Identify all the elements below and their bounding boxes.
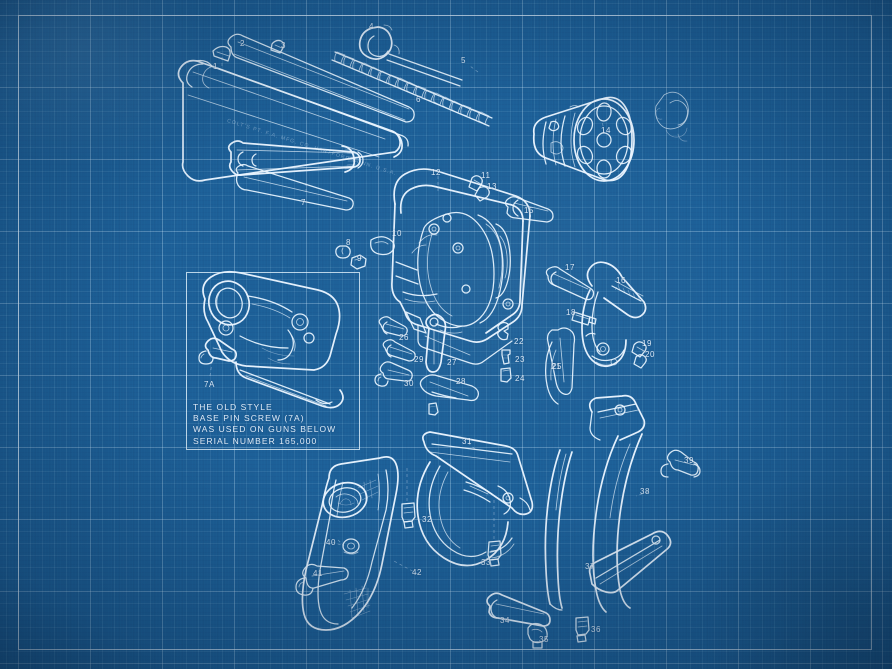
callout-19: 19 [642, 339, 653, 348]
cylinder-latch-detail [655, 91, 689, 142]
screw-cluster-left [374, 316, 416, 387]
callout-16: 16 [616, 276, 627, 285]
note-line-3: WAS USED ON GUNS BELOW [193, 424, 337, 435]
callout-17: 17 [565, 263, 576, 272]
hammer-group [581, 261, 647, 368]
callout-9: 9 [357, 254, 363, 263]
callout-3: 3 [281, 41, 287, 50]
callout-13: 13 [487, 182, 498, 191]
ejector-tube-group [227, 33, 415, 123]
note-line-1: THE OLD STYLE [193, 402, 273, 412]
callout-15: 15 [524, 206, 535, 215]
callout-1: 1 [213, 62, 219, 71]
ejector-housing-group [235, 163, 354, 211]
callout-28: 28 [456, 377, 467, 386]
paper-blotch-2 [690, 470, 892, 669]
callout-29: 29 [414, 355, 425, 364]
mainspring-group [486, 592, 551, 627]
ejector-rod-spring-group [331, 51, 493, 127]
sheet-border [18, 15, 872, 650]
callout-22: 22 [514, 337, 525, 346]
note-line-4: SERIAL NUMBER 165,000 [193, 435, 318, 446]
callout-42: 42 [412, 568, 423, 577]
callout-7: 7 [301, 198, 307, 207]
callout-7A: 7A [204, 380, 215, 389]
callout-35: 35 [539, 635, 550, 644]
callout-33: 33 [481, 558, 492, 567]
barrel-rollmark: COLT'S PT. F.A. MFG. CO. HARTFORD CONN. … [226, 118, 398, 178]
callout-32: 32 [422, 515, 433, 524]
inset-note: THE OLD STYLE BASE PIN SCREW (7A) WAS US… [193, 402, 343, 447]
callout-10: 10 [392, 229, 403, 238]
trigger-guard-group [416, 431, 534, 567]
bolt-screw-column [497, 321, 512, 383]
paper-blotch-3 [300, 120, 720, 450]
trigger-guard-screw-group [401, 468, 416, 529]
cylinder-group [532, 96, 635, 182]
callout-23: 23 [515, 355, 526, 364]
grip-panel-group [301, 456, 399, 631]
callout-8: 8 [346, 238, 352, 247]
callout-30: 30 [404, 379, 415, 388]
callout-34: 34 [500, 616, 511, 625]
callout-31: 31 [462, 437, 473, 446]
leader-lines [221, 56, 649, 575]
backstrap-screw-group [660, 449, 701, 478]
callout-38: 38 [640, 487, 651, 496]
inset-frame-detail [198, 270, 344, 409]
callout-41: 41 [313, 569, 324, 578]
callout-27: 27 [447, 358, 458, 367]
callout-20: 20 [645, 350, 656, 359]
guard-front-screw-group [487, 500, 502, 567]
grip-screw-group [295, 539, 349, 596]
callout-39: 39 [684, 456, 695, 465]
callout-5: 5 [461, 56, 467, 65]
mainspring-pin-group [527, 616, 590, 649]
callout-40: 40 [326, 538, 337, 547]
backstrap-strut-group [544, 449, 573, 611]
note-line-2: BASE PIN SCREW (7A) [193, 413, 305, 424]
callout-4: 4 [369, 22, 375, 31]
callout-37: 37 [585, 562, 596, 571]
callout-11: 11 [481, 171, 491, 180]
callout-12: 12 [431, 168, 442, 177]
callout-6: 6 [416, 95, 422, 104]
paper-blotch-1 [0, 0, 220, 170]
callout-14: 14 [601, 126, 612, 135]
backstrap-group [588, 394, 672, 613]
callout-18: 18 [566, 308, 577, 317]
callout-24: 24 [515, 374, 526, 383]
ejector-rod-group [358, 24, 463, 87]
callout-2: 2 [240, 39, 246, 48]
callout-25: 25 [552, 362, 563, 371]
callout-26: 26 [399, 333, 410, 342]
frame-group [391, 168, 531, 365]
callout-36: 36 [591, 625, 602, 634]
